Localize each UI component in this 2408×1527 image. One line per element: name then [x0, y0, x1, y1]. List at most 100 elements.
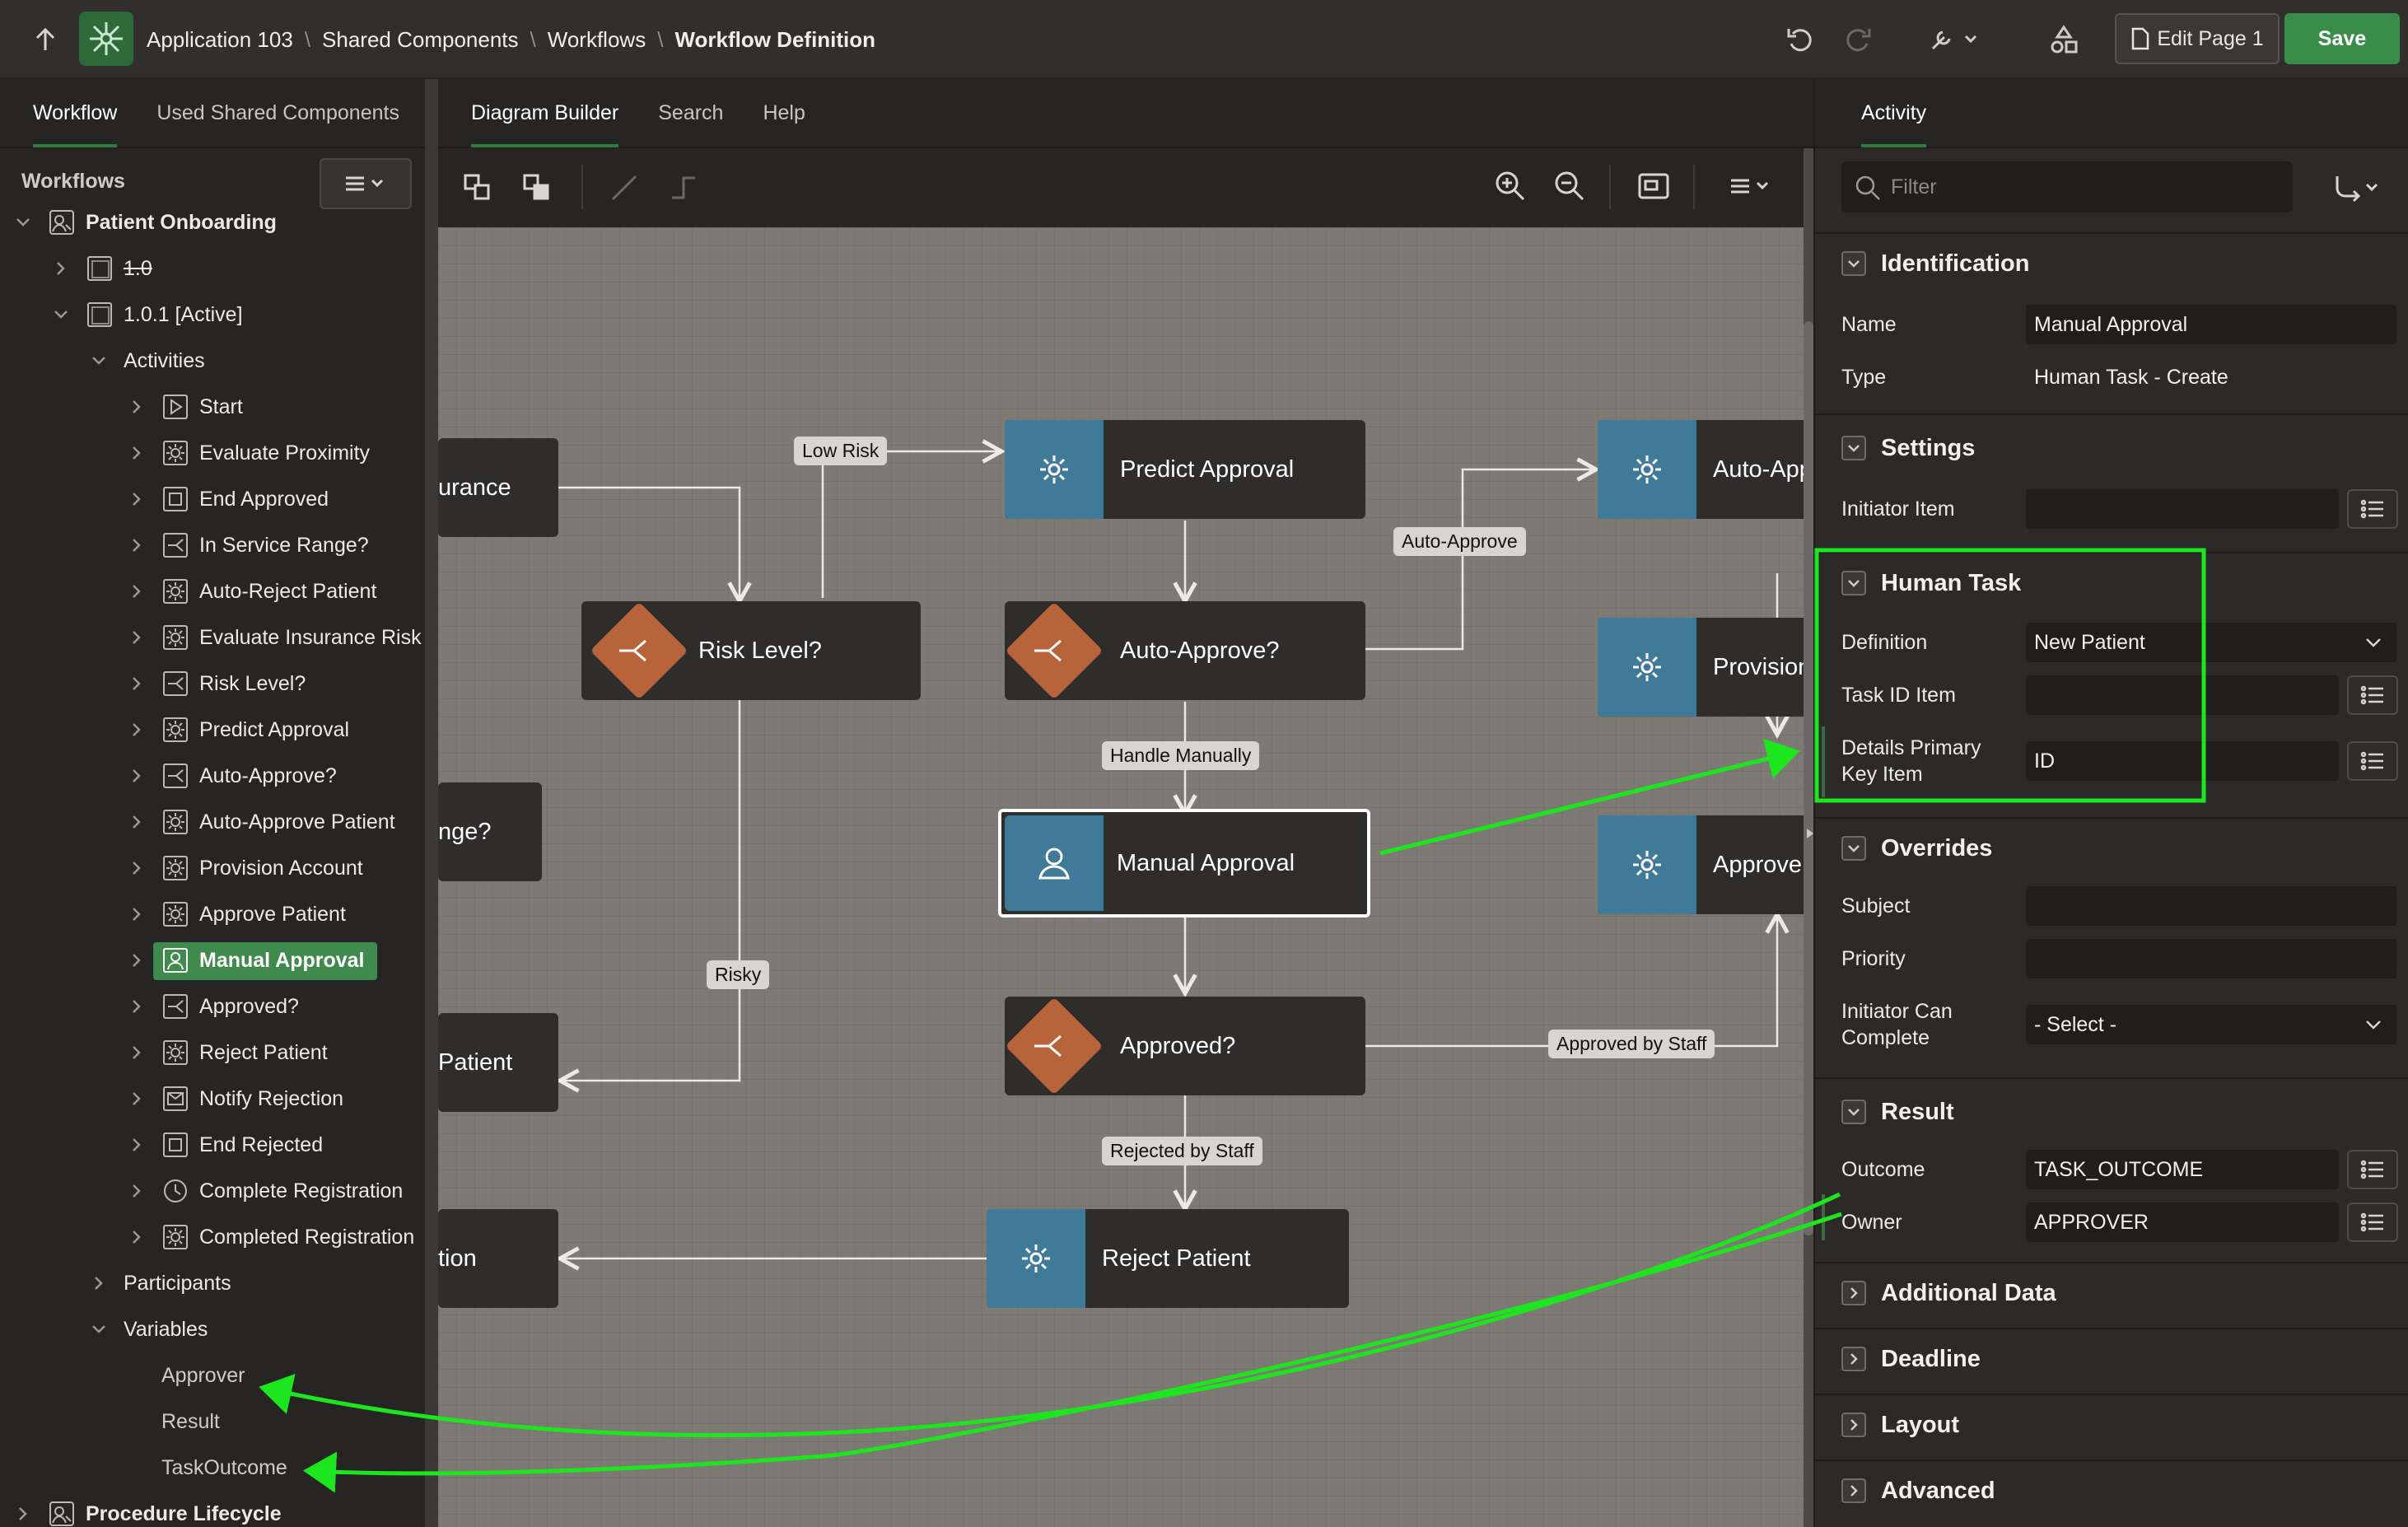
orthogonal-link-icon[interactable]: [669, 173, 698, 203]
tab-help[interactable]: Help: [763, 100, 805, 124]
chevron-right-icon[interactable]: [128, 814, 145, 830]
prop-name-field[interactable]: Manual Approval: [2026, 305, 2396, 344]
go-to-group-icon[interactable]: [2332, 171, 2383, 204]
section-additional-data[interactable]: Additional Data: [1841, 1268, 2056, 1318]
tree-item[interactable]: Activities: [0, 338, 425, 384]
arrange-icon[interactable]: [463, 173, 492, 203]
prop-initiator-item-field[interactable]: [2026, 489, 2339, 529]
section-advanced[interactable]: Advanced: [1841, 1466, 1995, 1515]
list-picker-icon[interactable]: [2347, 675, 2398, 715]
chevron-right-icon[interactable]: [128, 583, 145, 600]
shared-components-icon[interactable]: [2041, 18, 2087, 61]
node-reject-patient-left[interactable]: Patient: [438, 1013, 558, 1112]
tree-item[interactable]: Start: [0, 384, 425, 430]
tree-item[interactable]: Provision Account: [0, 845, 425, 891]
edge-label-low-risk[interactable]: Low Risk: [794, 437, 888, 465]
tab-used-shared-components[interactable]: Used Shared Components: [156, 100, 399, 124]
tree-item[interactable]: Auto-Reject Patient: [0, 568, 425, 614]
prop-outcome-field[interactable]: TASK_OUTCOME: [2026, 1150, 2339, 1189]
zoom-out-icon[interactable]: [1553, 170, 1586, 203]
tree-item[interactable]: Completed Registration: [0, 1214, 425, 1260]
chevron-right-icon[interactable]: [128, 952, 145, 969]
tree-item[interactable]: TaskOutcome: [0, 1445, 425, 1491]
tree-item[interactable]: End Rejected: [0, 1122, 425, 1168]
tree-item[interactable]: Approve Patient: [0, 891, 425, 937]
chevron-right-icon[interactable]: [128, 906, 145, 922]
edge-label-risky[interactable]: Risky: [707, 960, 770, 989]
prop-owner-field[interactable]: APPROVER: [2026, 1202, 2339, 1242]
chevron-right-icon[interactable]: [128, 399, 145, 415]
diagram-canvas[interactable]: urance nge? Patient tion Risk Level? Pre…: [438, 227, 1813, 1527]
chevron-right-icon[interactable]: [128, 1137, 145, 1153]
node-predict-approval[interactable]: Predict Approval: [1005, 420, 1365, 519]
tree-item[interactable]: Notify Rejection: [0, 1076, 425, 1122]
tree-item[interactable]: 1.0.1 [Active]: [0, 292, 425, 338]
breadcrumb-shared-components[interactable]: Shared Components: [322, 26, 519, 52]
tree-item[interactable]: Reject Patient: [0, 1030, 425, 1076]
node-approved-switch[interactable]: Approved?: [1005, 997, 1365, 1095]
tab-workflow[interactable]: Workflow: [33, 78, 118, 147]
node-risk-level[interactable]: Risk Level?: [581, 601, 921, 700]
chevron-down-icon[interactable]: [91, 1321, 107, 1338]
redo-icon[interactable]: [1838, 18, 1879, 61]
chevron-right-icon[interactable]: [128, 629, 145, 646]
node-auto-approve-switch[interactable]: Auto-Approve?: [1005, 601, 1365, 700]
chevron-right-icon[interactable]: [15, 1506, 31, 1522]
tree-item[interactable]: Variables: [0, 1306, 425, 1352]
node-provision-account[interactable]: Provision: [1598, 618, 1813, 717]
arrange-back-icon[interactable]: [522, 173, 552, 203]
scrollbar-thumb[interactable]: [1804, 321, 1813, 1235]
section-identification[interactable]: Identification: [1841, 239, 2029, 288]
chevron-right-icon[interactable]: [128, 1090, 145, 1107]
chevron-right-icon[interactable]: [128, 445, 145, 461]
tree-item[interactable]: Patient Onboarding: [0, 199, 425, 245]
tree-item[interactable]: Result: [0, 1399, 425, 1445]
list-picker-icon[interactable]: [2347, 489, 2398, 529]
tab-activity[interactable]: Activity: [1861, 78, 1927, 147]
tree-item[interactable]: Risk Level?: [0, 661, 425, 707]
section-overrides[interactable]: Overrides: [1841, 824, 1992, 873]
filter-input[interactable]: Filter: [1841, 161, 2293, 212]
zoom-in-icon[interactable]: [1494, 170, 1527, 203]
tree-item[interactable]: Approver: [0, 1352, 425, 1399]
up-arrow-icon[interactable]: [25, 18, 66, 61]
tree-item[interactable]: Auto-Approve?: [0, 753, 425, 799]
edge-label-auto-approve[interactable]: Auto-Approve: [1393, 527, 1526, 556]
app-logo[interactable]: [79, 12, 133, 66]
left-pane-splitter[interactable]: [425, 79, 438, 1527]
node-evaluate-insurance[interactable]: urance: [438, 438, 558, 537]
chevron-right-icon[interactable]: [91, 1275, 107, 1291]
tab-diagram-builder[interactable]: Diagram Builder: [471, 78, 619, 147]
tree-item[interactable]: End Approved: [0, 476, 425, 522]
edge-label-approved-by-staff[interactable]: Approved by Staff: [1548, 1030, 1715, 1058]
list-picker-icon[interactable]: [2347, 741, 2398, 781]
chevron-right-icon[interactable]: [128, 1229, 145, 1245]
list-picker-icon[interactable]: [2347, 1202, 2398, 1242]
prop-priority-field[interactable]: [2026, 939, 2396, 978]
tree-item[interactable]: In Service Range?: [0, 522, 425, 568]
section-layout[interactable]: Layout: [1841, 1400, 1959, 1450]
tree-item[interactable]: Predict Approval: [0, 707, 425, 753]
tree-item[interactable]: Evaluate Proximity: [0, 430, 425, 476]
node-manual-approval[interactable]: Manual Approval: [998, 809, 1370, 918]
straight-link-icon[interactable]: [609, 173, 639, 203]
tree-menu-button[interactable]: [320, 158, 412, 209]
tree-item[interactable]: Procedure Lifecycle: [0, 1491, 425, 1527]
node-auto-approve-patient[interactable]: Auto-App: [1598, 420, 1813, 519]
prop-subject-field[interactable]: [2026, 886, 2396, 926]
chevron-right-icon[interactable]: [128, 675, 145, 692]
tree-item[interactable]: Complete Registration: [0, 1168, 425, 1214]
section-deadline[interactable]: Deadline: [1841, 1334, 1981, 1384]
breadcrumb-workflows[interactable]: Workflows: [547, 26, 646, 52]
chevron-right-icon[interactable]: [128, 998, 145, 1015]
breadcrumb-application[interactable]: Application 103: [147, 26, 293, 52]
tree-item[interactable]: Participants: [0, 1260, 425, 1306]
chevron-down-icon[interactable]: [53, 306, 69, 323]
prop-details-pk-field[interactable]: ID: [2026, 741, 2339, 781]
tree-item[interactable]: Manual Approval: [0, 937, 425, 983]
edit-page-button[interactable]: Edit Page 1: [2115, 13, 2280, 64]
chevron-right-icon[interactable]: [53, 260, 69, 277]
node-approve-patient[interactable]: Approve: [1598, 815, 1813, 914]
tab-search[interactable]: Search: [658, 100, 724, 124]
node-in-service-range[interactable]: nge?: [438, 782, 542, 881]
